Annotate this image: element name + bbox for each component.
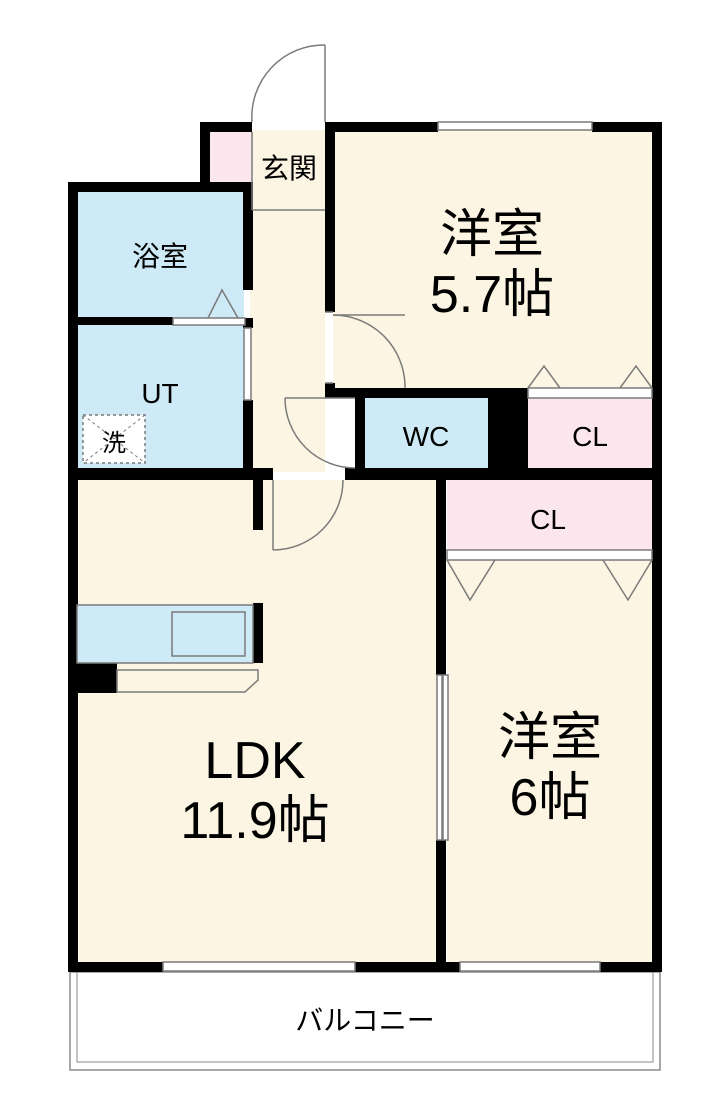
sliding-door-ut-hall [243,327,252,401]
walls [68,122,662,972]
western-room-1-name: 洋室 [440,205,544,265]
washer-space [82,414,146,464]
bath-area [77,190,244,320]
sink [171,611,246,657]
closet-doors [446,364,653,602]
western-room-1-size: 5.7帖 [430,266,554,324]
washer-label: 洗 [102,429,126,457]
closet-lower-label: CL [530,504,566,535]
sliding-door-bath-ut [172,288,246,326]
ut-label: UT [141,378,178,409]
genkan-label: 玄関 [261,152,317,185]
hallway-area [250,182,325,472]
western-room-1-area [333,130,653,390]
ldk-name: LDK [204,732,305,790]
doors [251,44,406,551]
windows [162,121,601,972]
bath-label: 浴室 [132,240,188,273]
balcony-area [69,971,661,1071]
ldk-area [77,480,440,963]
wc-area [363,398,488,470]
western-room-2-size: 6帖 [510,769,591,827]
kitchen-counter [76,604,259,693]
closet-lower-area [447,480,652,550]
western-room-2-area [447,558,652,963]
ldk-size: 11.9帖 [180,792,329,850]
western-room-2-name: 洋室 [498,708,602,768]
balcony-label: バルコニー [295,1004,434,1037]
wc-label: WC [403,421,450,452]
closet-upper-area [528,398,653,470]
closet-upper-label: CL [572,421,608,452]
genkan-pink-step [210,130,252,182]
sliding-door-ldk-western2 [436,674,449,841]
